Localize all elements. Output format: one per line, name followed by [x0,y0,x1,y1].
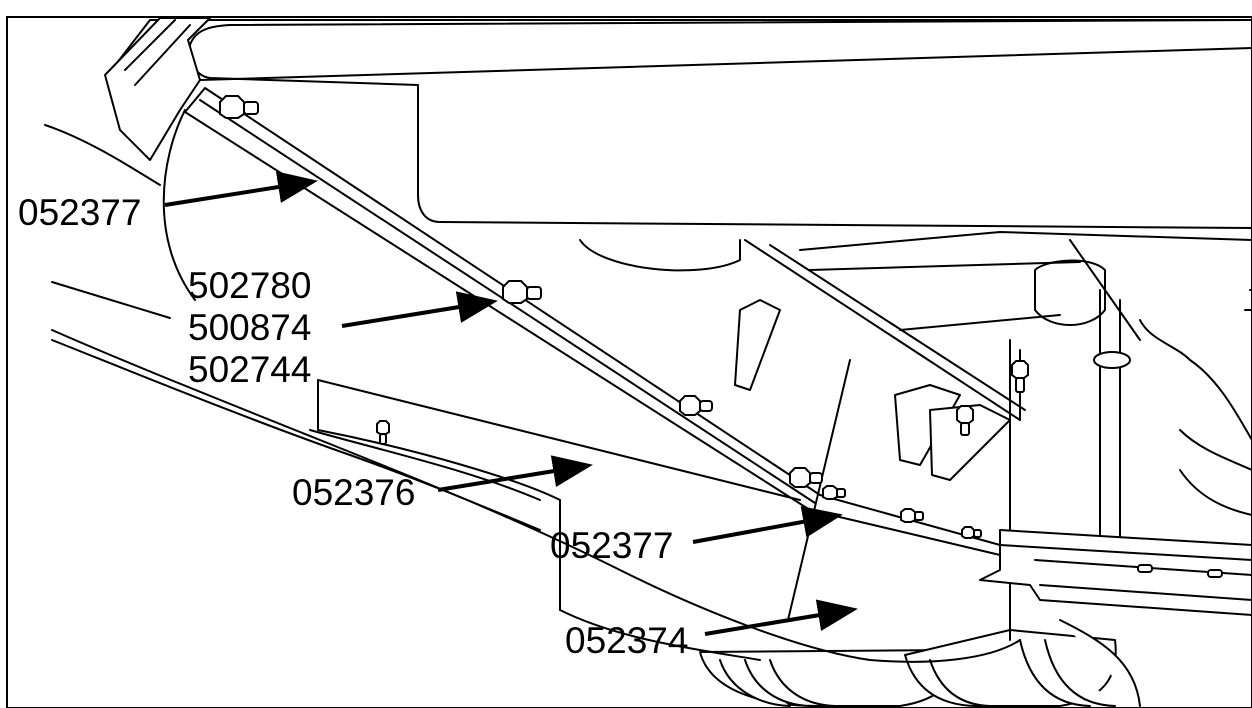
bolt-icon [1011,360,1029,393]
wheel-assembly [699,619,1141,707]
part-label: 052376 [292,472,415,513]
callout-arrow [704,599,858,636]
bolt-icon [961,526,982,539]
bolt-icon [900,508,924,523]
lower-shield-panel [317,379,561,501]
bolt-icon [679,395,713,416]
callout-arrow [437,455,593,492]
bolts [219,95,1029,539]
bolt-icon [376,420,390,445]
bolt-icon [219,95,259,119]
top-body-edge [199,47,1252,81]
part-label: 052377 [550,525,673,566]
side-rail [979,529,1252,616]
part-label: 052377 [18,192,141,233]
part-label: 052374 [565,620,688,661]
bolt-icon [789,467,823,488]
callout-arrow [164,171,318,207]
part-label: 500874 [188,307,311,348]
left-bracket [104,17,211,161]
bolt-icon [956,405,974,436]
part-label: 502744 [188,349,311,390]
part-label: 502780 [188,265,311,306]
callout-arrow [692,506,843,544]
part-labels: 052377 502780 500874 502744 052376 05237… [18,192,688,661]
bolt-icon [502,280,542,304]
bolt-icon [822,485,846,500]
callout-arrow [341,291,498,328]
gusset-bracket [734,299,781,391]
callout-arrows [164,171,858,636]
